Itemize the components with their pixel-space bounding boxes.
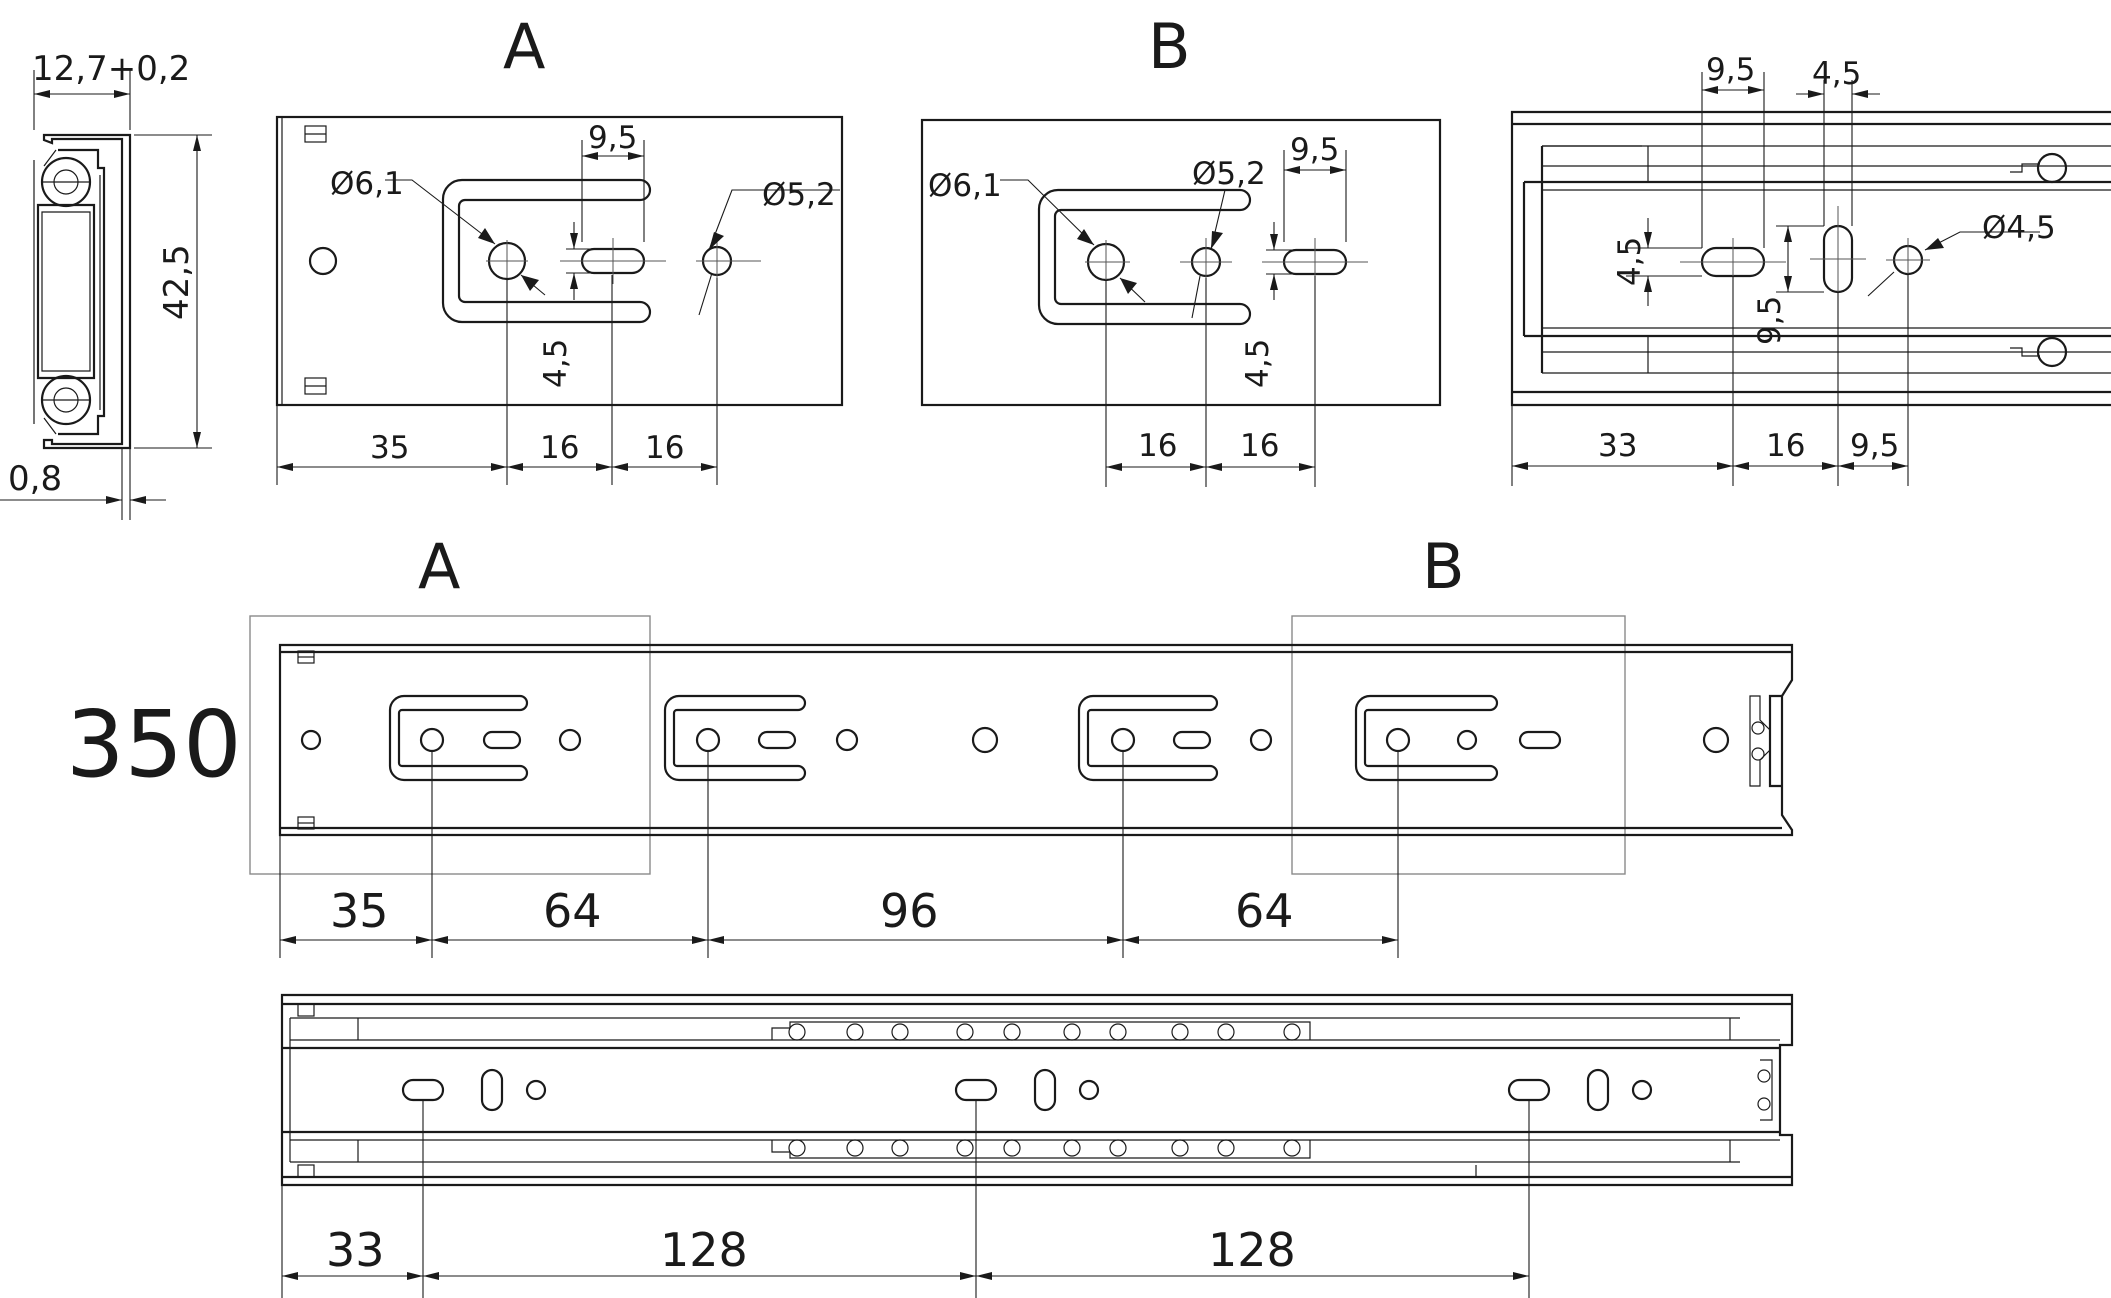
rail-dim-3: 9,5 — [1850, 428, 1899, 464]
drawer-member-dimensions: 35 64 96 64 — [279, 751, 1399, 958]
detail-a-frame — [249, 615, 651, 875]
cabinet-dim-2: 128 — [660, 1223, 748, 1277]
cabinet-member — [280, 993, 1794, 1187]
rail-hole: Ø4,5 — [1982, 210, 2056, 246]
drawer-dim-2: 64 — [543, 884, 602, 938]
cabinet-member-ball-cages — [771, 1021, 1311, 1159]
detail-b-dim-1: 16 — [1138, 428, 1177, 464]
drawer-member-center-hole — [971, 726, 999, 754]
drawer-dim-3: 96 — [880, 884, 939, 938]
detail-b-hole-large: Ø6,1 — [928, 168, 1002, 204]
cabinet-member-dimensions: 33 128 128 — [281, 1100, 1530, 1298]
rail-dim-1: 33 — [1598, 428, 1637, 464]
detail-b-slot-height: 4,5 — [1240, 339, 1276, 388]
hole-group-2 — [663, 694, 859, 782]
detail-a-title: A — [503, 10, 545, 83]
detail-a-hole-small: Ø5,2 — [762, 177, 836, 213]
detail-a-slot-height: 4,5 — [538, 339, 574, 388]
detail-rail-dimensions: 9,5 4,5 4,5 9,5 Ø4,5 33 16 9,5 — [1511, 52, 2056, 486]
drawer-member-hole-groups — [388, 694, 1562, 782]
profile-dimensions: 12,7+0,2 42,5 0,8 — [0, 49, 212, 520]
drawer-dim-1: 35 — [330, 884, 389, 938]
detail-a-plate — [275, 115, 844, 407]
drawer-dim-4: 64 — [1235, 884, 1294, 938]
profile-section — [33, 133, 132, 450]
cabinet-dim-1: 33 — [326, 1223, 385, 1277]
slide-length-label: 350 — [66, 691, 242, 798]
rail-slot-v-width: 4,5 — [1812, 56, 1861, 92]
hole-group-3 — [1077, 694, 1273, 782]
detail-a-dim-1: 35 — [370, 430, 409, 466]
cabinet-dim-3: 128 — [1208, 1223, 1296, 1277]
detail-b-dimensions: Ø6,1 Ø5,2 9,5 4,5 16 16 — [928, 132, 1347, 487]
detail-b-plate — [920, 118, 1442, 407]
detail-b-hole-small: Ø5,2 — [1192, 156, 1266, 192]
rail-slot-v-height: 9,5 — [1752, 296, 1788, 345]
detail-a-dimensions: Ø6,1 Ø5,2 9,5 4,5 35 16 16 — [276, 120, 840, 485]
detail-b-title: B — [1148, 10, 1191, 83]
profile-thickness-label: 0,8 — [8, 459, 62, 499]
detail-a-dim-2: 16 — [540, 430, 579, 466]
profile-height-label: 42,5 — [157, 244, 197, 320]
hole-group-1 — [388, 694, 582, 782]
detail-a-dim-3: 16 — [645, 430, 684, 466]
rail-slot-h-height: 4,5 — [1612, 237, 1648, 286]
detail-b-slot-width: 9,5 — [1290, 132, 1339, 168]
detail-rail — [1510, 110, 2111, 407]
rail-dim-2: 16 — [1766, 428, 1805, 464]
main-a-label: A — [418, 530, 460, 603]
detail-a-slot-width: 9,5 — [588, 120, 637, 156]
detail-a-hole-large: Ø6,1 — [330, 166, 404, 202]
drawer-member — [278, 643, 1794, 837]
hole-group-4 — [1354, 694, 1562, 782]
cabinet-member-holes — [401, 1068, 1653, 1112]
detail-b-frame — [1291, 615, 1626, 875]
detail-b-dim-2: 16 — [1240, 428, 1279, 464]
main-b-label: B — [1422, 530, 1465, 603]
profile-width-label: 12,7+0,2 — [32, 49, 190, 89]
rail-slot-h-width: 9,5 — [1706, 52, 1755, 88]
